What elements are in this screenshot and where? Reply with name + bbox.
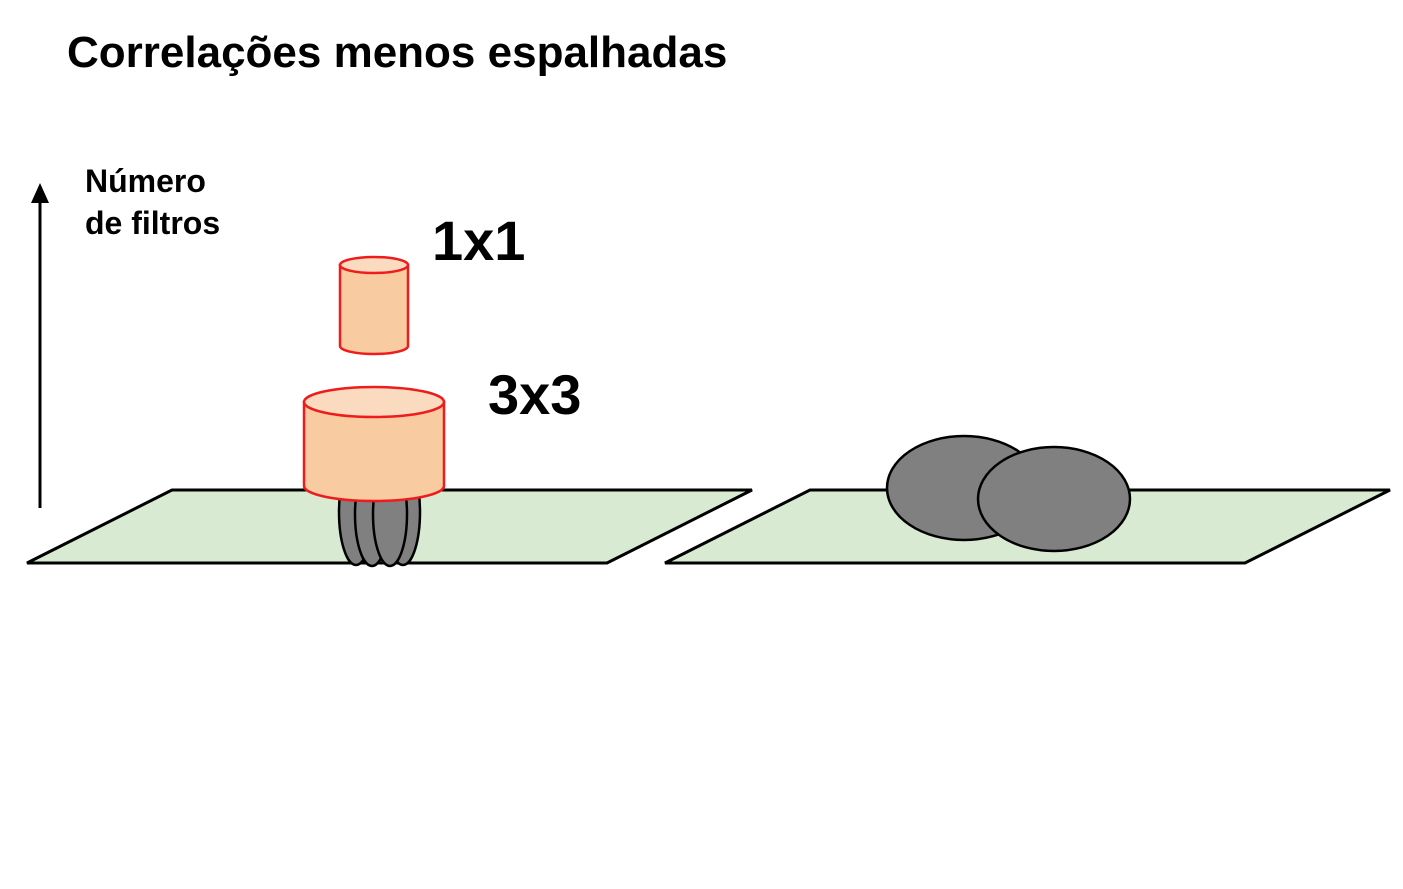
wide-blob-2 — [976, 445, 1132, 553]
y-axis-label: Número de filtros — [85, 160, 220, 244]
y-axis-arrowhead — [31, 183, 49, 203]
cylinder-3x3 — [302, 385, 446, 503]
cylinder-3x3-body — [302, 400, 446, 503]
cylinder-3x3-top — [302, 385, 446, 419]
y-axis-label-line2: de filtros — [85, 205, 221, 241]
slide-title: Correlações menos espalhadas — [67, 28, 728, 77]
cylinder-1x1 — [338, 255, 410, 356]
filter-1x1-label: 1x1 — [432, 209, 526, 272]
filter-3x3-label: 3x3 — [488, 363, 582, 426]
wide-correlation-blobs — [885, 434, 1132, 553]
y-axis-label-line1: Número — [85, 163, 206, 199]
cylinder-1x1-top — [338, 255, 410, 275]
cylinder-1x1-body — [338, 263, 410, 356]
